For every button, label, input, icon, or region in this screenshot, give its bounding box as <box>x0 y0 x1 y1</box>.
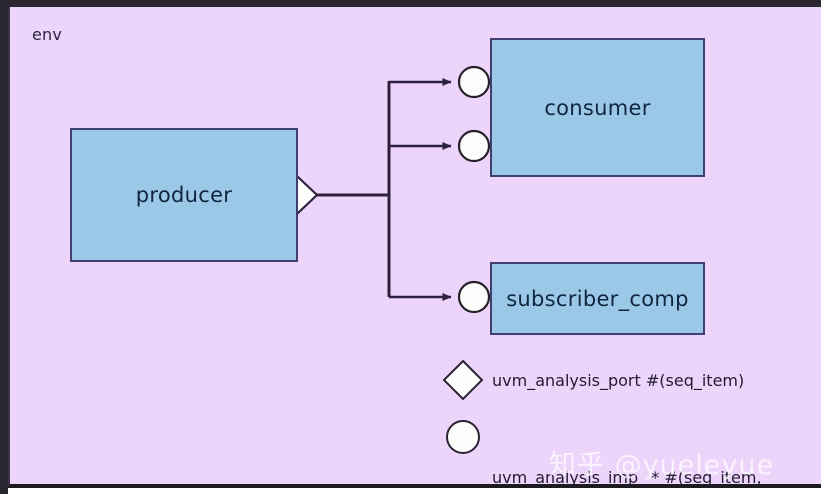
node-producer[interactable]: producer <box>70 128 298 262</box>
canvas-top-edge <box>0 0 821 7</box>
legend-analysis-imp-label: uvm_analysis_imp_ * #(seq_item, consumer… <box>492 425 762 494</box>
canvas-left-edge <box>0 0 8 494</box>
legend-analysis-port-label: uvm_analysis_port #(seq_item) <box>492 371 745 390</box>
node-subscriber-comp-label: subscriber_comp <box>506 286 689 311</box>
node-subscriber-comp[interactable]: subscriber_comp <box>490 262 705 335</box>
node-consumer[interactable]: consumer <box>490 38 705 177</box>
node-consumer-label: consumer <box>544 95 651 120</box>
env-label: env <box>32 25 63 44</box>
legend-analysis-imp-line-1: uvm_analysis_imp_ * #(seq_item, <box>492 468 762 487</box>
watermark: 知乎 @yueleyue <box>549 450 775 481</box>
node-producer-label: producer <box>135 183 233 207</box>
